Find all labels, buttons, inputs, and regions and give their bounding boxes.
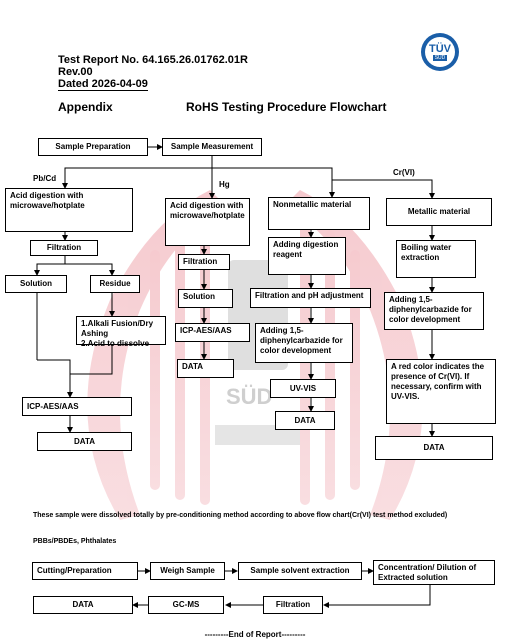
box-sample-preparation: Sample Preparation	[38, 138, 148, 156]
box-cr-data-metal: DATA	[375, 436, 493, 460]
label-cr-vi: Cr(VI)	[393, 168, 415, 177]
box-hg-solution: Solution	[178, 289, 233, 308]
box-hg-icp: ICP-AES/AAS	[175, 323, 250, 342]
box-cr-boiling-water: Boiling water extraction	[396, 240, 476, 278]
box-cr-red-color: A red color indicates the presence of Cr…	[386, 359, 496, 424]
box-concentration-dilution: Concentration/ Dilution of Extracted sol…	[373, 560, 495, 585]
tuv-logo: TÜV SÜD	[421, 33, 459, 71]
box-cr-adding-dpc-metal: Adding 1,5-diphenylcarbazide for color d…	[384, 292, 484, 330]
box-sample-measurement: Sample Measurement	[162, 138, 262, 156]
box-cutting-preparation: Cutting/Preparation	[32, 562, 138, 580]
box-pb-filtration: Filtration	[30, 240, 98, 256]
box-cr-adding-reagent: Adding digestion reagent	[268, 237, 346, 275]
label-pb-cd: Pb/Cd	[33, 174, 57, 183]
box-weigh-sample: Weigh Sample	[150, 562, 225, 580]
box-cr-uvvis: UV-VIS	[270, 379, 336, 398]
end-of-report: ---------End of Report---------	[204, 630, 306, 639]
box-pb-acid-digestion: Acid digestion with microwave/hotplate	[5, 188, 133, 232]
tuv-logo-sub: SÜD	[432, 54, 448, 61]
report-number: Test Report No. 64.165.26.01762.01R	[58, 54, 248, 66]
label-hg: Hg	[219, 180, 230, 189]
box-hg-acid-digestion: Acid digestion with microwave/hotplate	[165, 198, 250, 246]
pre-conditioning-note: These sample were dissolved totally by p…	[33, 512, 448, 519]
box-pb-residue: Residue	[90, 275, 140, 293]
box-hg-data: DATA	[177, 359, 234, 378]
box-cr-data: DATA	[275, 411, 335, 430]
box-cr-adding-dpc: Adding 1,5-diphenylcarbazide for color d…	[255, 323, 353, 363]
label-pbbs-phthalates: PBBs/PBDEs, Phthalates	[33, 538, 117, 545]
box-pb-icp: ICP-AES/AAS	[22, 397, 132, 416]
box-gcms: GC-MS	[148, 596, 224, 614]
report-revision: Rev.00	[58, 66, 93, 78]
box-pb-alkali-fusion: 1.Alkali Fusion/Dry Ashing 2.Acid to dis…	[76, 316, 166, 348]
box-pb-solution: Solution	[5, 275, 67, 293]
box-data-2: DATA	[33, 596, 133, 614]
box-solvent-extraction: Sample solvent extraction	[238, 562, 362, 580]
page-title: RoHS Testing Procedure Flowchart	[186, 100, 387, 114]
box-pb-data: DATA	[37, 432, 132, 451]
watermark-text: SÜD	[226, 384, 273, 409]
appendix-label: Appendix	[58, 100, 113, 114]
tuv-logo-text: TÜV	[429, 42, 451, 55]
box-filtration-2: Filtration	[263, 596, 323, 614]
box-cr-metallic: Metallic material	[386, 198, 492, 226]
box-hg-filtration: Filtration	[178, 254, 230, 270]
report-date: Dated 2026-04-09	[58, 78, 148, 91]
box-cr-filtration-ph: Filtration and pH adjustment	[250, 288, 371, 308]
box-cr-nonmetallic: Nonmetallic material	[268, 197, 370, 230]
